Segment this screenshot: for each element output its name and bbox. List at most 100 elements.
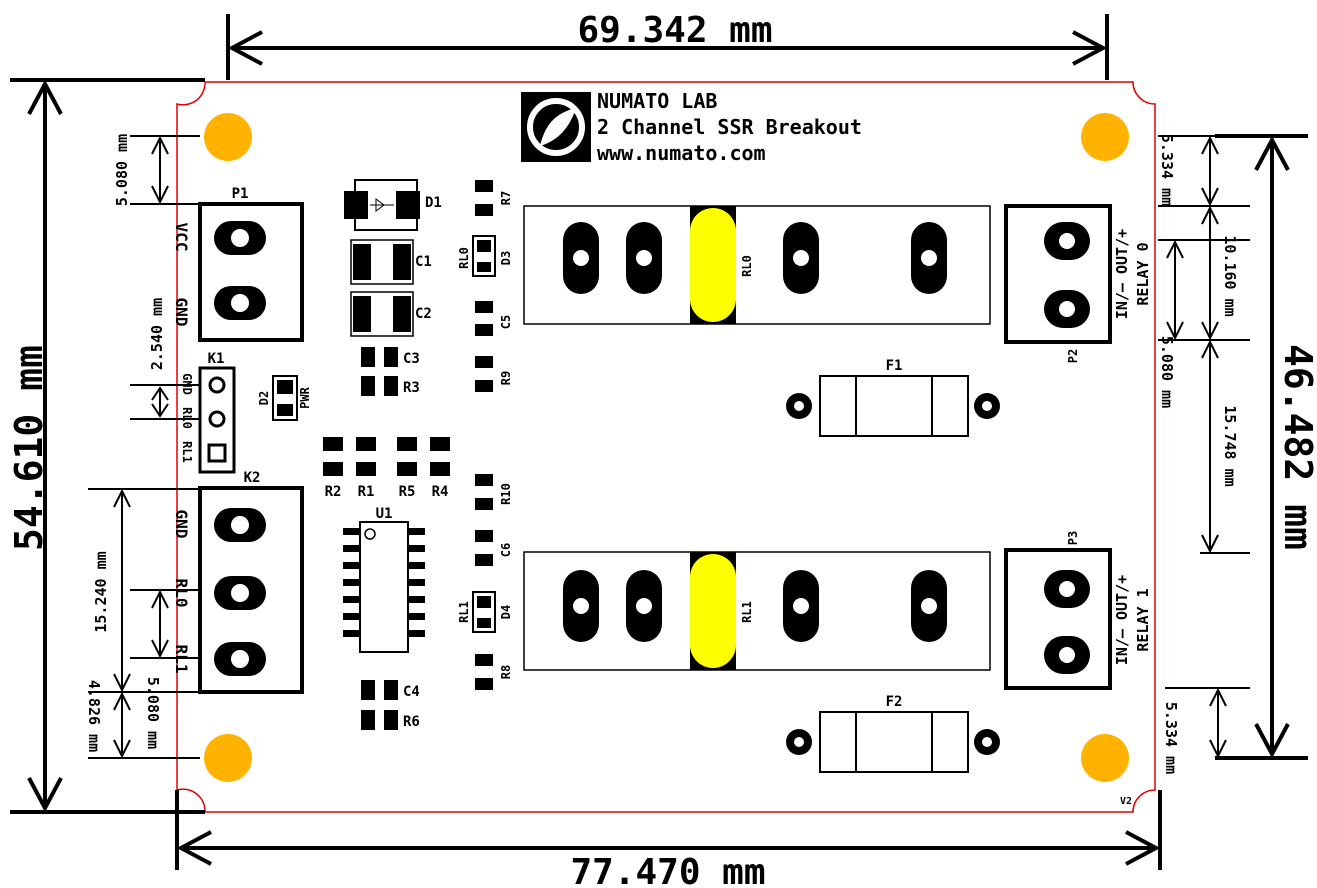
header-line2: 2 Channel SSR Breakout [597, 115, 862, 139]
mount-hole-bl [204, 734, 252, 782]
d2-led [272, 375, 298, 421]
r8-res [475, 654, 493, 690]
c3-cap [361, 347, 398, 367]
ref-c5: C5 [499, 315, 513, 329]
p3-relay-label: RELAY 1 [1134, 588, 1152, 651]
dim-4826: 4.826 mm [85, 680, 103, 752]
c4-cap [361, 680, 398, 700]
r5-res [397, 437, 417, 476]
ref-r2: R2 [325, 484, 342, 500]
ref-r1: R1 [358, 484, 375, 500]
mount-hole-tl [204, 113, 252, 161]
dim-left: 54.610 mm [7, 345, 51, 551]
dim-top: 69.342 mm [577, 10, 772, 51]
numato-logo [521, 92, 591, 162]
ref-r7: R7 [499, 191, 513, 205]
ref-d4: D4 [499, 605, 513, 619]
k2-gnd-label: GND [172, 510, 191, 539]
c6-cap [475, 530, 493, 566]
ref-rl1: RL1 [740, 601, 754, 623]
dim-5334-bottom-right: 5.334 mm [1162, 702, 1180, 774]
relay-rl1 [523, 551, 991, 671]
d3-led [472, 235, 496, 277]
ref-r3: R3 [403, 380, 420, 396]
fuse-f2 [786, 711, 1000, 773]
dim-5080-bottom-left: 5.080 mm [144, 677, 162, 749]
r6-res [361, 710, 398, 730]
ref-d1: D1 [425, 195, 442, 211]
header-line1: NUMATO LAB [597, 89, 717, 113]
k1-rl1-label: RL1 [180, 441, 194, 463]
dim-5334-top-right: 5.334 mm [1158, 134, 1176, 206]
r3-res [361, 376, 398, 396]
ref-k2: K2 [244, 470, 261, 486]
d1-diode [344, 179, 420, 231]
ref-rl1-led: RL1 [457, 601, 471, 623]
dim-2540: 2.540 mm [148, 298, 166, 370]
dim-5080-top-left: 5.080 mm [113, 134, 131, 206]
p1-gnd-label: GND [172, 298, 191, 327]
c1-cap [350, 239, 414, 285]
dim-10160: 10.160 mm [1221, 235, 1239, 316]
r2-res [323, 437, 343, 476]
ref-r8: R8 [499, 665, 513, 679]
ref-r6: R6 [403, 714, 420, 730]
k1-header [198, 366, 236, 474]
k2-connector [198, 486, 304, 694]
ref-k1: K1 [208, 351, 225, 367]
p3-pins-label: IN/– OUT/+ [1113, 575, 1131, 665]
ref-c4: C4 [403, 684, 420, 700]
ref-c6: C6 [499, 543, 513, 557]
ref-p1: P1 [232, 186, 249, 202]
ref-rl0-led: RL0 [457, 247, 471, 269]
p2-relay-label: RELAY 0 [1134, 242, 1152, 305]
small-dimension-lines [88, 135, 1250, 759]
ref-r5: R5 [399, 484, 416, 500]
ref-rl0: RL0 [740, 255, 754, 277]
fuse-f1 [786, 375, 1000, 437]
p2-connector [1004, 204, 1112, 344]
relay-rl0 [523, 205, 991, 325]
ref-r4: R4 [432, 484, 449, 500]
dimension-lines [10, 14, 1308, 870]
ref-c3: C3 [403, 351, 420, 367]
p2-pins-label: IN/– OUT/+ [1113, 229, 1131, 319]
r4-res [430, 437, 450, 476]
ref-p3: P3 [1066, 531, 1080, 545]
dim-right: 46.482 mm [1276, 344, 1317, 550]
k1-rl0-label: RL0 [180, 407, 194, 429]
ref-d2: D2 [257, 391, 271, 405]
ref-c2: C2 [415, 306, 432, 322]
c5-cap [475, 301, 493, 336]
p1-vcc-label: VCC [172, 223, 191, 252]
c2-cap [350, 291, 414, 337]
ref-c1: C1 [415, 254, 432, 270]
ref-f1: F1 [886, 358, 903, 374]
mount-hole-tr [1081, 113, 1129, 161]
ref-d3: D3 [499, 251, 513, 265]
ref-pwr: PWR [298, 386, 312, 408]
ref-r9: R9 [499, 371, 513, 385]
dim-15748: 15.748 mm [1221, 405, 1239, 486]
ref-u1: U1 [376, 506, 393, 522]
board-outline [176, 81, 1156, 813]
dim-5080-right: 5.080 mm [1158, 336, 1176, 408]
d4-led [472, 591, 496, 633]
version-label: V2 [1120, 796, 1132, 807]
p1-connector [198, 202, 304, 342]
r10-res [475, 474, 493, 510]
r9-res [475, 356, 493, 392]
ref-f2: F2 [886, 694, 903, 710]
ref-r10: R10 [499, 483, 513, 505]
r7-res [475, 180, 493, 216]
mount-hole-br [1081, 734, 1129, 782]
p3-connector [1004, 548, 1112, 690]
dim-bottom: 77.470 mm [570, 852, 765, 888]
k2-rl1-label: RL1 [172, 645, 191, 674]
k1-gnd-label: GND [180, 373, 194, 395]
k2-rl0-label: RL0 [172, 579, 191, 608]
dim-15240: 15.240 mm [92, 551, 110, 632]
u1-ic [343, 521, 425, 653]
header-line3: www.numato.com [597, 141, 766, 165]
